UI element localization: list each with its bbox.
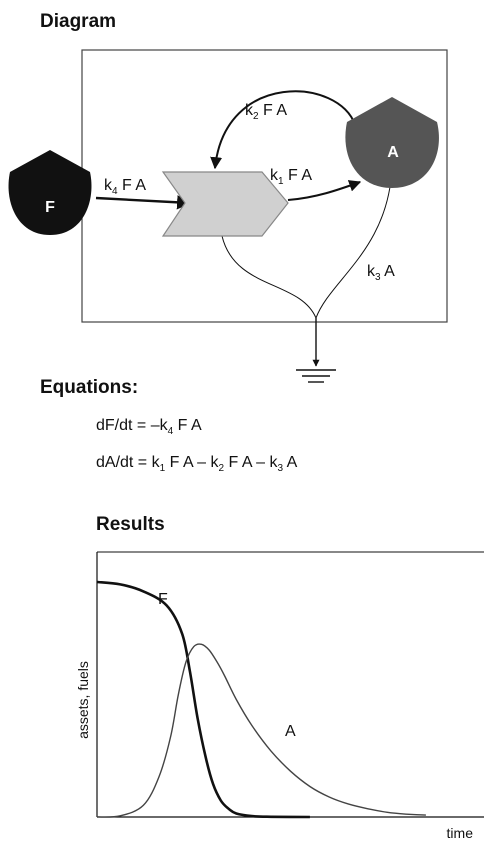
k4-flow-label: k4 F A (104, 177, 146, 197)
fuel-node-label: F (45, 199, 55, 216)
results-heading: Results (96, 514, 165, 535)
fuel-node (8, 150, 92, 235)
diagram-heading: Diagram (40, 11, 116, 32)
k4-flow-arrow (95, 195, 192, 210)
asset-node-label: A (387, 144, 399, 161)
k1-flow-arrow (287, 180, 362, 201)
x-axis-label: time (447, 825, 474, 841)
y-axis-label: assets, fuels (75, 661, 91, 739)
k3-loss-line (315, 167, 393, 319)
asset-node (345, 97, 439, 188)
ground-icon (296, 369, 336, 383)
k3-flow-label: k3 A (367, 263, 395, 283)
series-A-line (96, 643, 426, 818)
series-F-line (96, 580, 310, 819)
equation-dA: dA/dt = k1 F A – k2 F A – k3 A (96, 454, 298, 474)
k2-flow-label: k2 F A (245, 102, 287, 122)
series-A-label: A (285, 723, 296, 740)
k2-flow-arrow (210, 90, 356, 170)
k1-flow-label: k1 F A (270, 167, 312, 187)
converter-loss-line (221, 235, 317, 319)
equations-heading: Equations: (40, 377, 138, 398)
equation-dF: dF/dt = –k4 F A (96, 417, 202, 437)
results-chart: assets, fuels time F A (75, 551, 484, 841)
series-F-label: F (158, 591, 168, 608)
converter-node (161, 171, 289, 237)
